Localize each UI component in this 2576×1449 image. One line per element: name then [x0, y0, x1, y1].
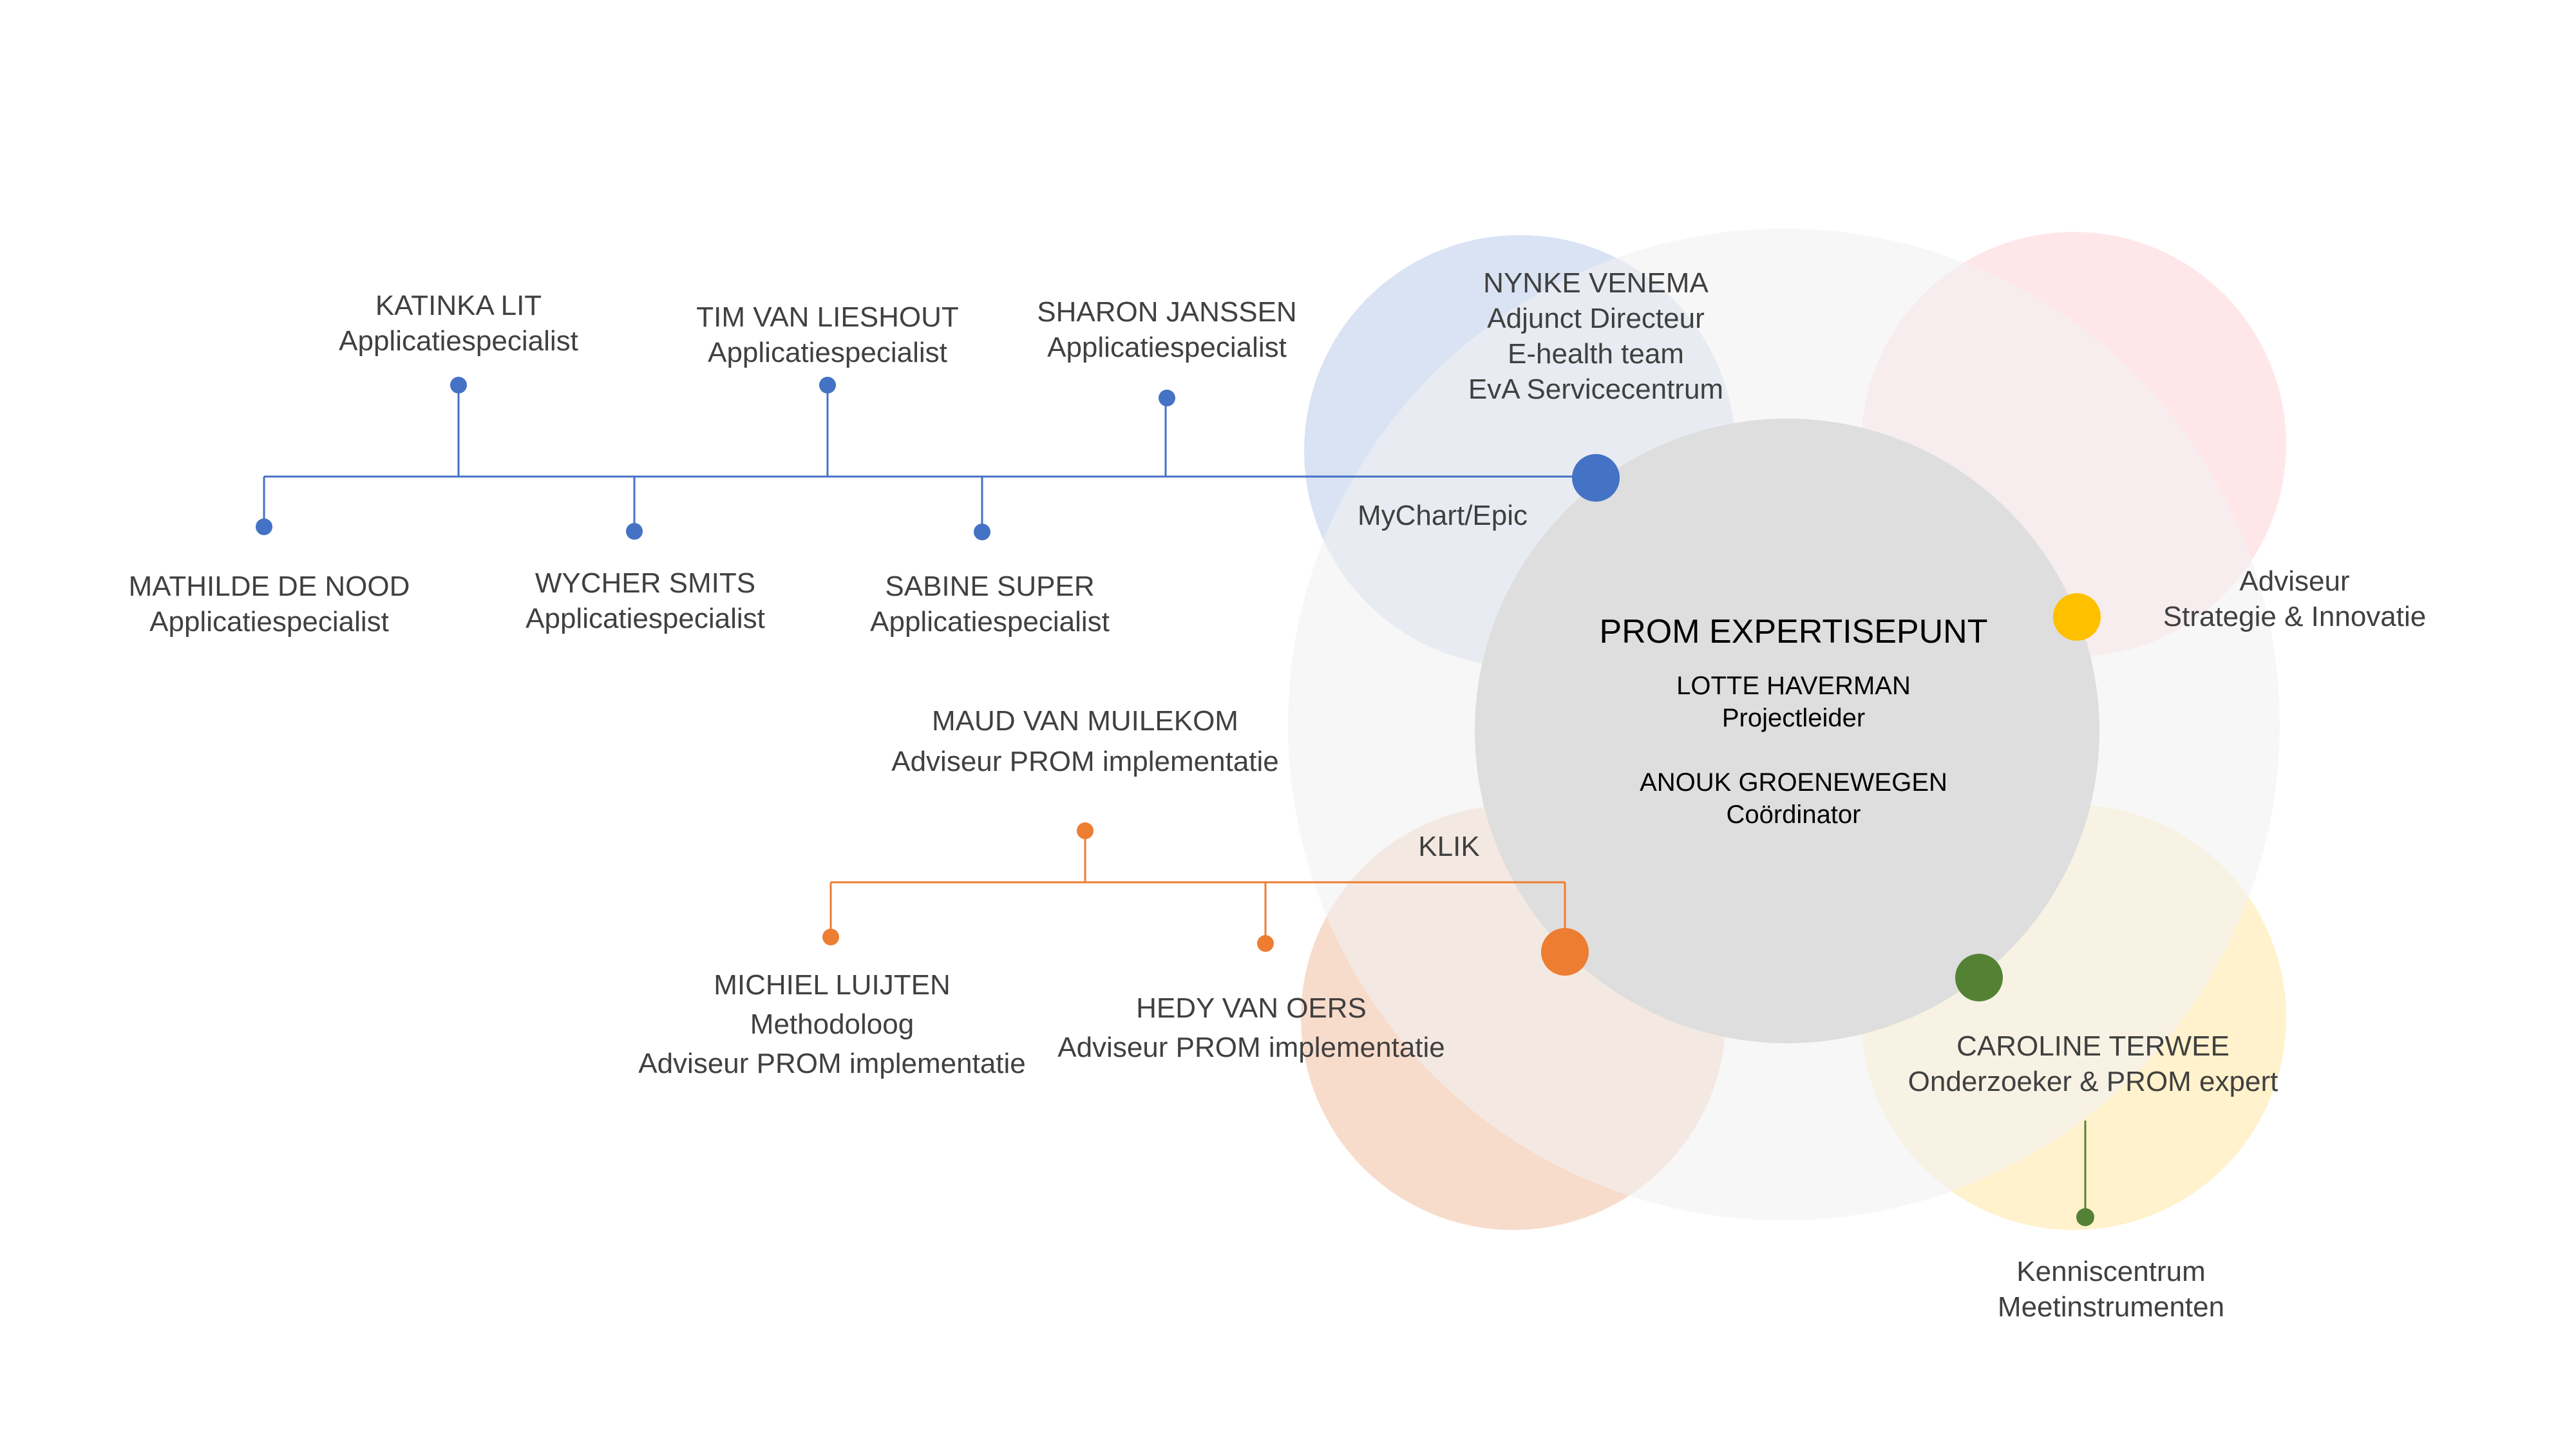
head-name: NYNKE VENEMA: [1483, 267, 1709, 299]
blue-hub-label: MyChart/Epic: [1357, 500, 1528, 531]
member-role1: Methodoloog: [750, 1009, 914, 1040]
dot-sharon: [1159, 390, 1175, 406]
yellow-hub-dot: [2053, 593, 2101, 641]
member-name: KATINKA LIT: [375, 290, 542, 321]
member-role: Applicatiespecialist: [870, 606, 1110, 638]
dot-michiel: [822, 929, 839, 945]
lead-name: MAUD VAN MUILEKOM: [932, 705, 1238, 737]
head-role3: EvA Servicecentrum: [1468, 374, 1724, 405]
member-name: MICHIEL LUIJTEN: [714, 969, 951, 1001]
member-role2: Adviseur PROM implementatie: [638, 1048, 1026, 1079]
member-role: Applicatiespecialist: [149, 606, 389, 638]
dot-tim: [819, 377, 836, 393]
member-name: SHARON JANSSEN: [1037, 296, 1297, 328]
lead-role: Projectleider: [1721, 704, 1866, 732]
member-role1: Adviseur PROM implementatie: [1057, 1032, 1445, 1063]
member-name: WYCHER SMITS: [535, 567, 756, 599]
member-hedy: HEDY VAN OERS Adviseur PROM implementati…: [1057, 990, 1445, 1065]
member-role: Applicatiespecialist: [339, 325, 578, 357]
dot-katinka: [450, 377, 467, 393]
lead-role: Adviseur PROM implementatie: [891, 746, 1279, 777]
head-role2: E-health team: [1508, 338, 1684, 370]
orange-lead-label: MAUD VAN MUILEKOM Adviseur PROM implemen…: [891, 703, 1279, 779]
green-label: CAROLINE TERWEE Onderzoeker & PROM exper…: [1908, 1028, 2278, 1099]
dot-sabine: [974, 524, 990, 540]
member-name: TIM VAN LIESHOUT: [696, 301, 959, 333]
member-role: Applicatiespecialist: [1047, 332, 1287, 363]
member-michiel: MICHIEL LUIJTEN Methodoloog Adviseur PRO…: [638, 967, 1026, 1081]
coordinator-name: ANOUK GROENEWEGEN: [1640, 768, 1947, 797]
member-mathilde: MATHILDE DE NOOD Applicatiespecialist: [129, 569, 410, 639]
orange-member-dots: [822, 822, 1274, 952]
green-sub-label: Kenniscentrum Meetinstrumenten: [1998, 1254, 2224, 1325]
center-label: PROM EXPERTISEPUNT LOTTE HAVERMAN Projec…: [1600, 612, 1988, 831]
blue-hub-dot: [1572, 454, 1620, 502]
green-hub-dot: [1955, 954, 2003, 1001]
center-circle: [1475, 419, 2099, 1043]
orange-hub-label: KLIK: [1418, 831, 1480, 862]
member-name: MATHILDE DE NOOD: [128, 571, 410, 602]
dot-hedy: [1257, 935, 1274, 952]
blue-connectors: [263, 385, 1594, 532]
head-role1: Adjunct Directeur: [1487, 303, 1705, 334]
blue-member-dots: [256, 377, 1175, 540]
member-sharon: SHARON JANSSEN Applicatiespecialist: [1037, 294, 1296, 365]
green-name: CAROLINE TERWEE: [1956, 1030, 2230, 1062]
green-sub-line1: Kenniscentrum: [2016, 1256, 2206, 1287]
member-sabine: SABINE SUPER Applicatiespecialist: [870, 569, 1110, 639]
member-wycher: WYCHER SMITS Applicatiespecialist: [526, 565, 765, 636]
yellow-line1: Adviseur: [2239, 565, 2350, 597]
lead-name: LOTTE HAVERMAN: [1676, 672, 1911, 700]
member-role: Applicatiespecialist: [526, 603, 765, 634]
center-title: PROM EXPERTISEPUNT: [1599, 613, 1988, 650]
green-sub-line2: Meetinstrumenten: [1997, 1291, 2225, 1323]
green-sub-dot: [2076, 1208, 2094, 1226]
member-name: SABINE SUPER: [885, 571, 1095, 602]
member-name: HEDY VAN OERS: [1136, 992, 1367, 1024]
member-katinka: KATINKA LIT Applicatiespecialist: [339, 288, 578, 359]
member-tim: TIM VAN LIESHOUT Applicatiespecialist: [696, 299, 958, 370]
member-role: Applicatiespecialist: [708, 337, 947, 368]
blue-head-label: NYNKE VENEMA Adjunct Directeur E-health …: [1468, 265, 1723, 407]
coordinator-role: Coördinator: [1726, 800, 1861, 829]
dot-mathilde: [256, 518, 272, 535]
dot-maud: [1077, 822, 1094, 839]
yellow-line2: Strategie & Innovatie: [2163, 601, 2427, 632]
dot-wycher: [626, 523, 643, 540]
yellow-label: Adviseur Strategie & Innovatie: [2163, 564, 2426, 634]
orange-hub-dot: [1541, 928, 1589, 976]
green-role: Onderzoeker & PROM expert: [1908, 1066, 2278, 1097]
